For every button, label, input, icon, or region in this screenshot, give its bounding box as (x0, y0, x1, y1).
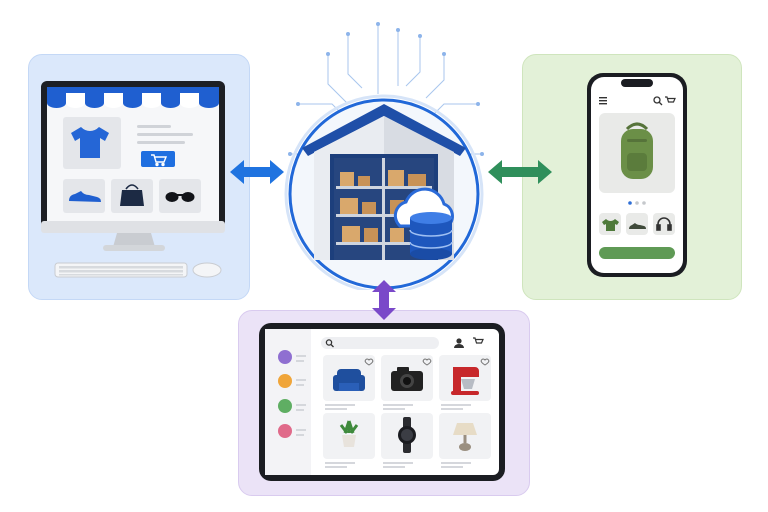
wristwatch-icon (398, 417, 416, 453)
awning-icon (47, 87, 219, 108)
user-icon (454, 338, 464, 348)
hub-mobile-arrow (488, 160, 552, 184)
desktop-illustration (41, 81, 225, 278)
search-icon (653, 96, 663, 106)
sidebar-icon-1 (278, 350, 292, 364)
tshirt-icon (71, 127, 109, 158)
database-icon (409, 212, 453, 260)
headphones-icon (656, 217, 672, 231)
search-icon (325, 339, 334, 348)
sidebar-icon-2 (278, 374, 292, 388)
cart-icon (473, 337, 484, 344)
carousel-dots (628, 201, 646, 205)
tshirt-icon (602, 219, 619, 231)
desktop-hub-arrow (230, 160, 284, 184)
add-to-cart-button (141, 151, 175, 167)
cart-icon (151, 154, 168, 167)
sidebar-icons (278, 350, 292, 438)
mobile-storefront-panel (522, 54, 742, 300)
sunglasses-icon (165, 192, 195, 202)
sneaker-icon (629, 223, 646, 229)
sneaker-icon (69, 191, 101, 202)
handbag-icon (120, 184, 144, 206)
mobile-cta-button (599, 247, 675, 259)
stand-mixer-icon (451, 367, 479, 395)
keyboard-icon (54, 262, 188, 278)
backpack-icon (621, 122, 653, 179)
sidebar-icon-3 (278, 399, 292, 413)
sidebar-icon-4 (278, 424, 292, 438)
armchair-icon (333, 369, 365, 391)
camera-icon (391, 367, 423, 391)
tablet-storefront-panel (238, 310, 530, 496)
mobile-illustration (587, 73, 687, 277)
tablet-illustration (259, 323, 505, 481)
potted-plant-icon (339, 420, 359, 447)
desktop-storefront-panel (28, 54, 250, 300)
mouse-icon (192, 262, 222, 278)
cart-icon (665, 96, 676, 103)
tablet-search-input (321, 337, 439, 349)
hub-tablet-arrow (372, 280, 396, 320)
menu-icon (599, 97, 607, 105)
warehouse-icon (302, 104, 466, 260)
table-lamp-icon (453, 423, 477, 451)
